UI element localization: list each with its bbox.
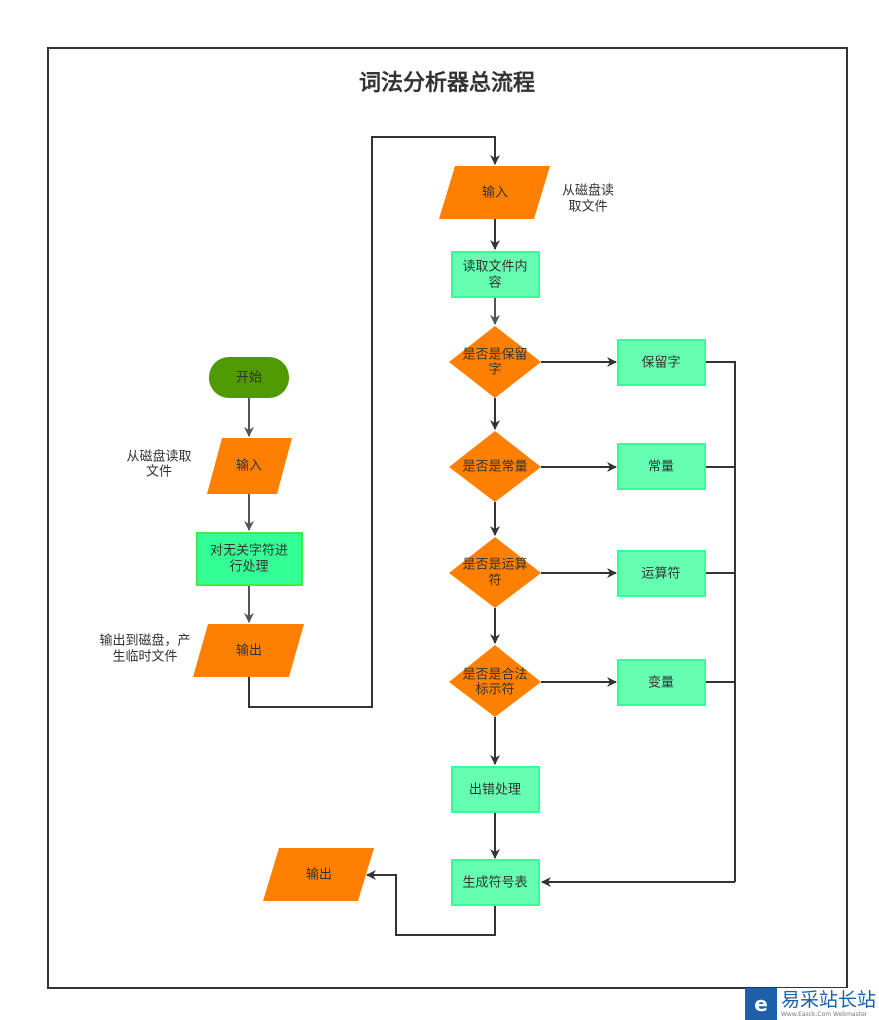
- result-box: [617, 443, 706, 490]
- result-label: 常量: [648, 460, 674, 475]
- read-file-label: 容: [488, 275, 501, 291]
- decision-label: 是否是合法: [462, 668, 527, 683]
- diagram-title: 词法分析器总流程: [359, 70, 535, 96]
- decision-operator: 是否是运算 符 运算符: [449, 537, 706, 608]
- symbol-table-box: [451, 859, 540, 906]
- decision-diamond: [449, 326, 541, 398]
- decision-diamond: [449, 645, 541, 717]
- left-process-label: 行处理: [229, 560, 268, 575]
- final-output-label: 输出: [306, 867, 332, 883]
- decision-label: 是否是保留: [462, 348, 527, 363]
- start-label: 开始: [236, 371, 262, 386]
- decision-label: 是否是运算: [462, 558, 527, 573]
- right-input-label: 输入: [482, 185, 508, 201]
- decision-diamond: [449, 537, 541, 608]
- left-process-label: 对无关字符进: [210, 543, 288, 559]
- decision-label: 是否是常量: [462, 460, 527, 475]
- watermark-icon: e: [745, 988, 777, 1020]
- left-input-label: 输入: [236, 458, 262, 474]
- result-box: [617, 339, 706, 386]
- error-label: 出错处理: [469, 783, 521, 798]
- watermark-text: 易采站长站: [781, 989, 877, 1011]
- final-output-shape: [263, 848, 374, 901]
- decision-label: 字: [488, 363, 501, 378]
- decision-label: 标示符: [475, 682, 514, 698]
- decision-constant: 是否是常量 常量: [449, 431, 706, 502]
- result-box: [617, 550, 706, 597]
- connector: [705, 361, 736, 882]
- decision-reserved: 是否是保留 字 保留字: [449, 326, 706, 398]
- watermark-logo: e 易采站长站 Www.Easck.Com Webmaster: [745, 988, 879, 1020]
- left-output-note: 生临时文件: [112, 650, 177, 665]
- error-box: [451, 766, 540, 813]
- watermark-subtext: Www.Easck.Com Webmaster: [781, 1011, 868, 1018]
- result-label: 变量: [648, 675, 674, 691]
- decision-identifier: 是否是合法 标示符 变量: [449, 645, 706, 717]
- left-process-box: [196, 532, 303, 586]
- read-file-label: 读取文件内: [462, 259, 527, 275]
- left-output-shape: [193, 624, 304, 677]
- decision-label: 符: [488, 573, 501, 589]
- result-box: [617, 659, 706, 706]
- right-input-shape: [439, 166, 550, 219]
- read-file-box: [451, 251, 540, 298]
- start-terminal: [209, 357, 289, 398]
- left-input-note: 从磁盘读取: [126, 449, 191, 465]
- symbol-table-label: 生成符号表: [462, 875, 527, 891]
- result-label: 运算符: [641, 566, 680, 582]
- right-input-note: 从磁盘读: [562, 183, 614, 199]
- right-input-note: 取文件: [568, 200, 607, 215]
- connector: [366, 870, 496, 936]
- decision-diamond: [449, 431, 541, 502]
- left-output-label: 输出: [236, 643, 262, 659]
- result-label: 保留字: [641, 356, 680, 371]
- left-output-note: 输出到磁盘，产: [99, 633, 190, 649]
- left-input-shape: [207, 438, 292, 494]
- diagram-frame: [47, 47, 848, 989]
- left-input-note: 文件: [146, 465, 172, 480]
- connector: [248, 136, 500, 708]
